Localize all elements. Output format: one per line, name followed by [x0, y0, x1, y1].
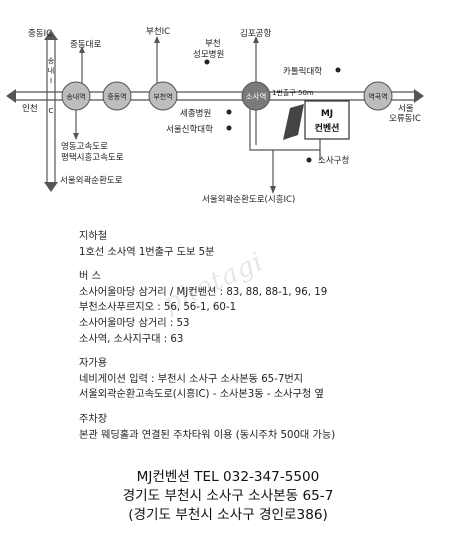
label-jungdong-ic: 중동IC [28, 29, 52, 39]
label-songnae-ic-1: 송 [48, 57, 55, 65]
station-bucheon: 부천역 [148, 81, 178, 111]
arrow-up-icon [79, 46, 85, 53]
label-expressway-2: 평택시흥고속도로 [61, 152, 124, 163]
car-line: 네비게이션 입력 : 부천시 소사구 소사본동 65-7번지 [79, 373, 304, 385]
car-title: 자가용 [79, 358, 108, 370]
footer-tel: MJ컨벤션 TEL 032-347-5500 [136, 469, 320, 485]
station-label: 송내역 [66, 92, 85, 101]
label-exit: 1번출구 50m [272, 88, 314, 97]
bus-line: 부천소사푸르지오 : 56, 56-1, 60-1 [79, 302, 237, 314]
label-hospital-2: 성모병원 [193, 50, 224, 60]
label-songnae-ic-3: I [50, 77, 52, 85]
station-songnae: 송내역 [61, 81, 91, 111]
venue-label-1: MJ [321, 109, 333, 119]
label-songnae-ic-2: 내 [48, 66, 54, 75]
landmark-dot [204, 59, 210, 65]
location-map: 송내역 중동역 부천역 소사역 역곡역 MJ 컨벤션 중동IC 중동대로 송 내… [6, 26, 424, 205]
landmark-dot [226, 125, 232, 131]
parking-line: 본관 웨딩홀과 연결된 주차타워 이용 (동시주차 500대 가능) [79, 429, 336, 441]
landmark-dot [306, 157, 312, 163]
arrow-down-icon [270, 186, 276, 194]
station-label: 역곡역 [368, 92, 387, 101]
label-theology: 서울신학대학 [166, 124, 213, 135]
label-expressway-1: 영동고속도로 [61, 141, 108, 152]
station-label: 중동역 [107, 92, 126, 101]
subway-line: 1호선 소사역 1번출구 도보 5분 [79, 246, 215, 258]
arrow-left-icon [6, 89, 16, 103]
landmark-dot [226, 109, 232, 115]
label-sejong: 세종병원 [180, 109, 211, 119]
venue-label-2: 컨벤션 [315, 122, 340, 134]
label-jungdong-daero: 중동대로 [70, 40, 101, 50]
label-outer-ring-west: 서울외곽순환도로 [60, 175, 123, 186]
label-hospital-1: 부천 [205, 38, 221, 49]
label-sosagu: 소사구청 [318, 156, 349, 166]
label-seoul-2: 오류동IC [389, 114, 421, 124]
label-catholic: 카톨릭대학 [283, 66, 322, 77]
station-sosa: 소사역 [241, 81, 271, 111]
car-line: 서울외곽순환고속도로(시흥IC) - 소사본3동 - 소사구청 옆 [79, 389, 324, 401]
label-seoul-1: 서울 [398, 104, 414, 114]
arrow-up-icon [44, 30, 58, 40]
contact-footer: MJ컨벤션 TEL 032-347-5500 경기도 부천시 소사구 소사본동 … [0, 468, 456, 525]
arrow-down-icon [73, 133, 79, 140]
arrow-up-icon [154, 36, 160, 43]
arrow-down-icon [44, 182, 58, 192]
bus-line: 소사어울마당 삼거리 : 53 [79, 317, 190, 329]
bus-line: 소사어울마당 삼거리 / MJ컨벤션 : 83, 88, 88-1, 96, 1… [79, 286, 328, 298]
venue-marker: MJ 컨벤션 [283, 100, 350, 140]
directions-info: 지하철 1호선 소사역 1번출구 도보 5분 버 스 소사어울마당 삼거리 / … [79, 229, 449, 443]
station-jungdong: 중동역 [102, 81, 132, 111]
label-bucheon-ic: 부천IC [146, 26, 170, 37]
station-label: 소사역 [246, 91, 267, 101]
landmark-dot [335, 67, 341, 73]
parking-title: 주차장 [79, 413, 108, 425]
footer-road-address: (경기도 부천시 소사구 경인로386) [128, 507, 328, 523]
bus-line: 소사역, 소사지구대 : 63 [79, 333, 184, 345]
bus-title: 버 스 [79, 271, 101, 283]
road-songnae [46, 38, 56, 185]
label-gimpo: 김포공항 [240, 28, 271, 39]
station-label: 부천역 [153, 92, 172, 101]
subway-title: 지하철 [79, 231, 108, 242]
label-outer-ring-south: 서울외곽순환도로(시흥IC) [202, 194, 295, 205]
label-songnae-ic-4: C [49, 107, 54, 115]
arrow-right-icon [414, 89, 424, 103]
label-incheon: 인천 [22, 103, 38, 114]
station-yeokgok: 역곡역 [363, 81, 393, 111]
footer-address: 경기도 부천시 소사구 소사본동 65-7 [122, 488, 334, 504]
arrow-up-icon [253, 36, 259, 43]
